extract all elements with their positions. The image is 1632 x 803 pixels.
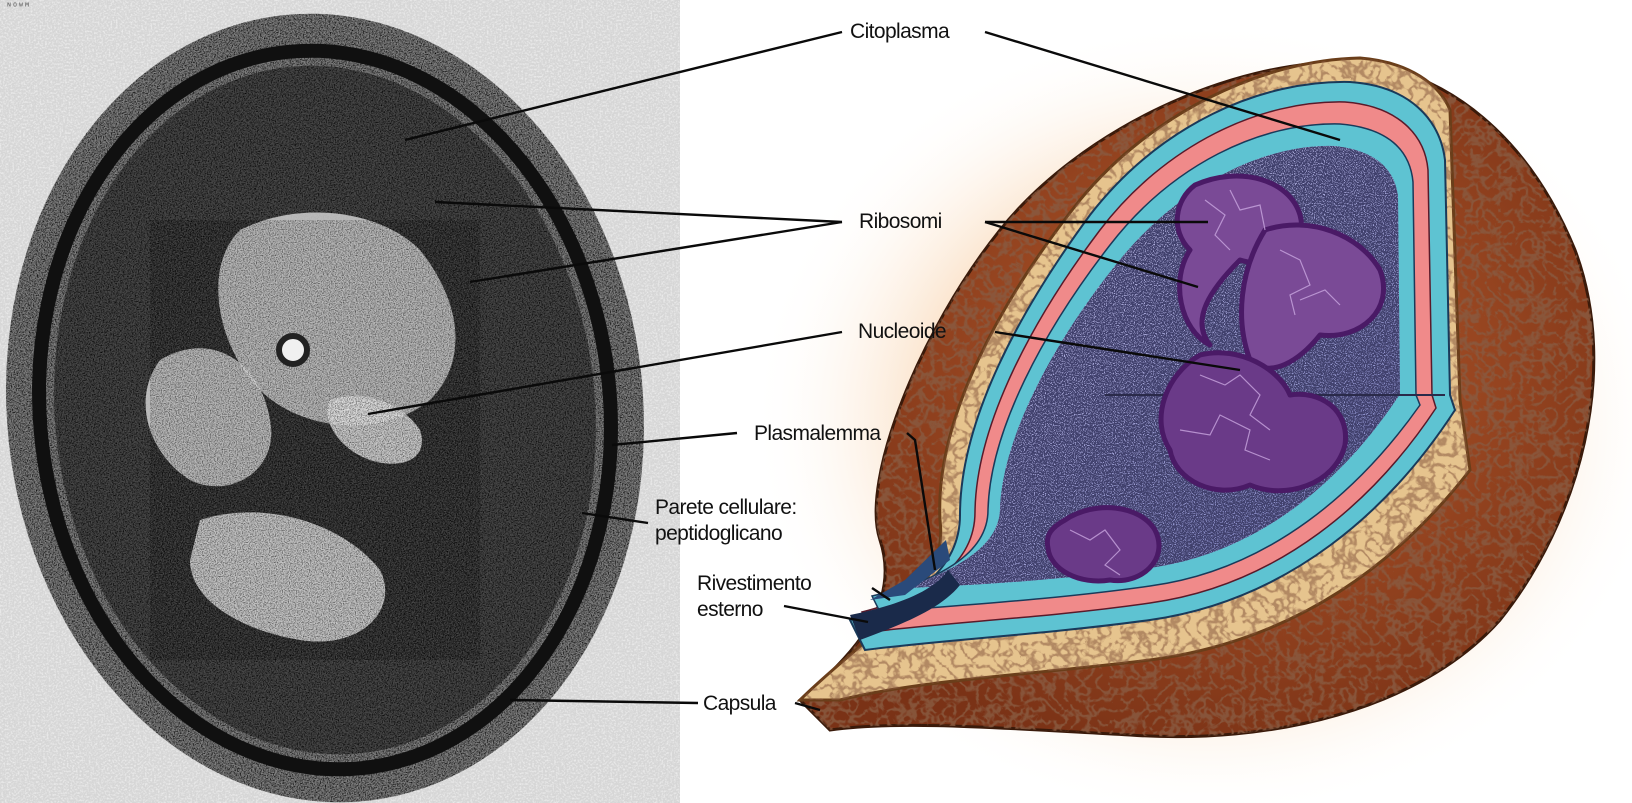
label-rivestimento-line1: Rivestimento [697,571,811,596]
label-rivestimento-line2: esterno [697,597,763,622]
label-parete-cellulare-line1: Parete cellulare: [655,495,797,520]
micrograph-vacuole [279,336,307,364]
label-capsula: Capsula [703,691,776,716]
corner-scale-mark: ᴺᴼᵂᴹ [6,2,30,13]
illustration [750,20,1632,803]
label-nucleoide: Nucleoide [858,319,946,344]
micrograph [0,0,683,803]
label-ribosomi: Ribosomi [859,209,942,234]
label-plasmalemma: Plasmalemma [754,421,880,446]
label-parete-cellulare-line2: peptidoglicano [655,521,782,546]
label-citoplasma: Citoplasma [850,19,949,44]
micrograph-nucleoid-regions [146,213,480,660]
